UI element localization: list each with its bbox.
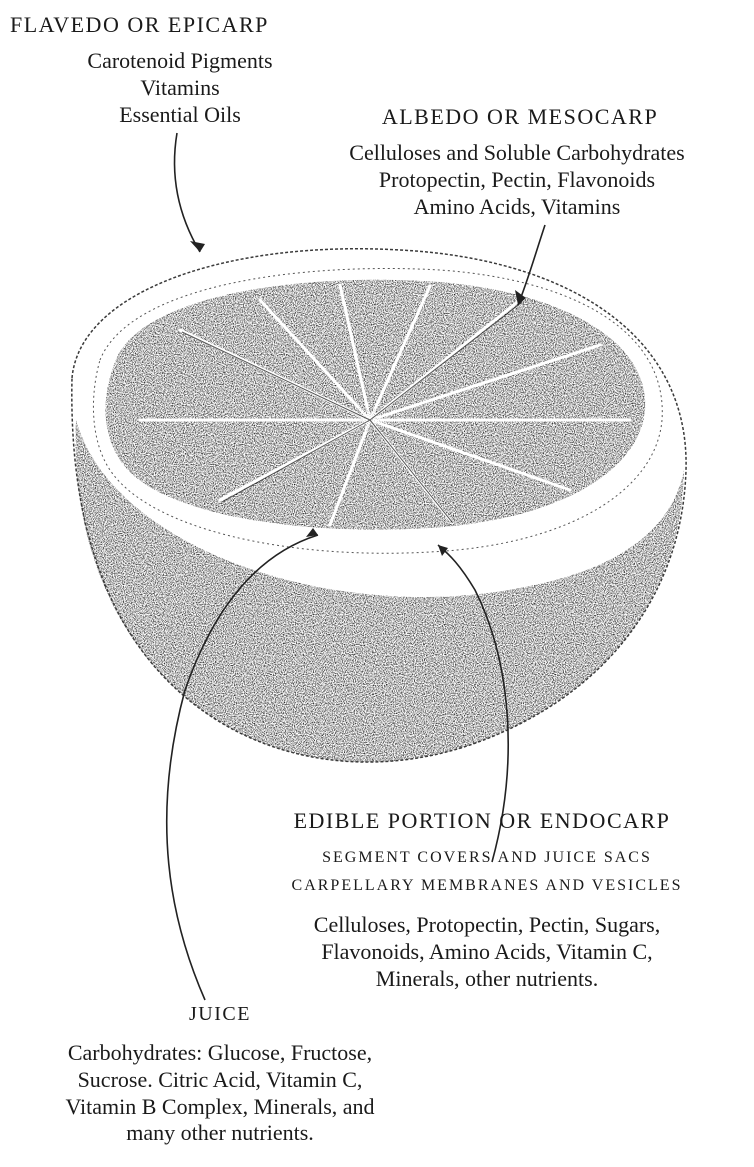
juice-components: Carbohydrates: Glucose, Fructose, Sucros… xyxy=(0,1040,440,1147)
edible-components: Celluloses, Protopectin, Pectin, Sugars,… xyxy=(220,912,754,992)
edible-heading: EDIBLE PORTION OR ENDOCARP xyxy=(220,808,744,835)
juice-line: Vitamin B Complex, Minerals, and xyxy=(0,1094,440,1121)
albedo-line: Protopectin, Pectin, Flavonoids xyxy=(280,167,754,194)
albedo-components: Celluloses and Soluble Carbohydrates Pro… xyxy=(280,140,754,220)
edible-subhead: CARPELLARY MEMBRANES AND VESICLES xyxy=(220,876,754,896)
fruit-flesh-segments xyxy=(90,260,670,550)
albedo-arrow xyxy=(518,225,545,305)
flavedo-components: Carotenoid Pigments Vitamins Essential O… xyxy=(20,48,340,128)
flavedo-line: Vitamins xyxy=(20,75,340,102)
edible-subhead: SEGMENT COVERS AND JUICE SACS xyxy=(220,848,754,868)
fruit-core xyxy=(358,408,382,432)
albedo-line: Amino Acids, Vitamins xyxy=(280,194,754,221)
juice-line: Carbohydrates: Glucose, Fructose, xyxy=(0,1040,440,1067)
juice-heading: JUICE xyxy=(170,1002,270,1026)
edible-line: Celluloses, Protopectin, Pectin, Sugars, xyxy=(220,912,754,939)
juice-line: many other nutrients. xyxy=(0,1120,440,1147)
flavedo-arrow xyxy=(175,133,200,252)
edible-line: Flavonoids, Amino Acids, Vitamin C, xyxy=(220,939,754,966)
flavedo-line: Essential Oils xyxy=(20,102,340,129)
flavedo-heading: FLAVEDO OR EPICARP xyxy=(10,12,350,39)
flavedo-line: Carotenoid Pigments xyxy=(20,48,340,75)
edible-line: Minerals, other nutrients. xyxy=(220,966,754,993)
flavedo-label-group: FLAVEDO OR EPICARP xyxy=(10,12,350,39)
albedo-heading: ALBEDO OR MESOCARP xyxy=(300,104,740,131)
albedo-line: Celluloses and Soluble Carbohydrates xyxy=(280,140,754,167)
juice-line: Sucrose. Citric Acid, Vitamin C, xyxy=(0,1067,440,1094)
edible-subheads: SEGMENT COVERS AND JUICE SACS CARPELLARY… xyxy=(220,848,754,895)
